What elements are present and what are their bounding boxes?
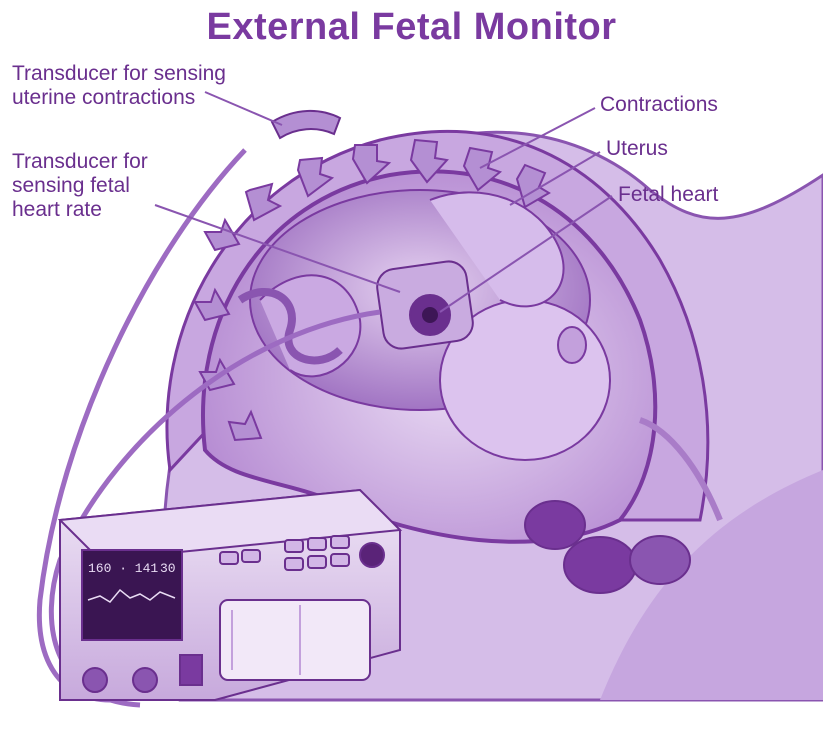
paper-roll	[220, 600, 370, 680]
fetal-monitor-device	[60, 490, 400, 700]
fetus-ear	[558, 327, 586, 363]
label-uterine-transducer: Transducer for sensing uterine contracti…	[12, 62, 226, 110]
label-contractions: Contractions	[600, 93, 718, 117]
page-title: External Fetal Monitor	[0, 6, 823, 49]
label-fetal-heart: Fetal heart	[618, 183, 718, 207]
monitor-knob	[360, 543, 384, 567]
fhr-transducer	[375, 259, 475, 351]
monitor-screen-value-right: 30	[160, 561, 176, 576]
label-uterus: Uterus	[606, 137, 668, 161]
monitor-screen-readout: 160 · 141	[88, 561, 158, 576]
label-fhr-transducer: Transducer for sensing fetal heart rate	[12, 150, 148, 222]
